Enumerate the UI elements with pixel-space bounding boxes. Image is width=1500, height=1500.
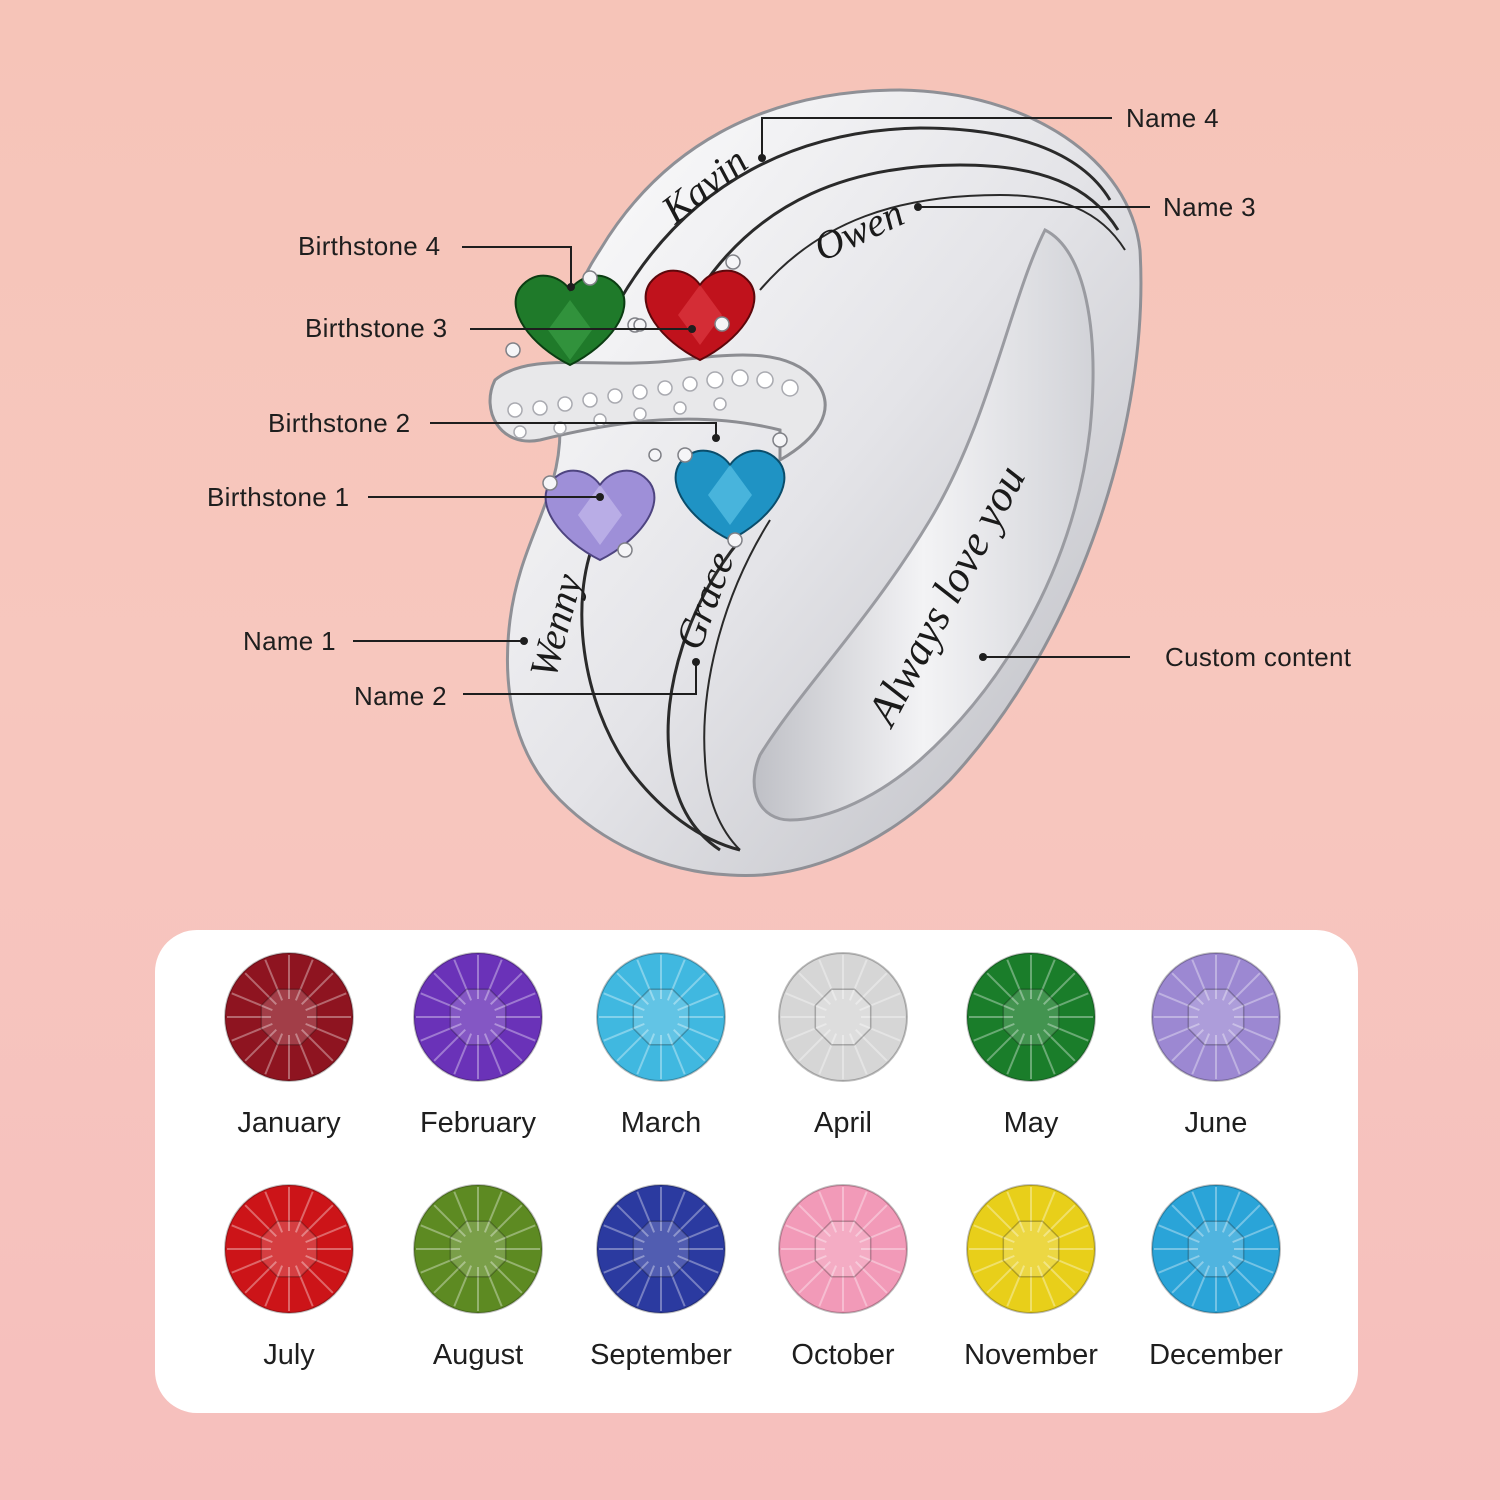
callout-name1: Name 1 xyxy=(243,626,336,656)
month-label: January xyxy=(237,1107,341,1139)
callout-name4: Name 4 xyxy=(1126,103,1219,133)
month-label: July xyxy=(263,1339,315,1371)
birthstone-june: June xyxy=(1116,950,1316,1140)
month-label: June xyxy=(1184,1107,1248,1139)
gem-icon xyxy=(1151,952,1281,1082)
gem-icon xyxy=(224,952,354,1082)
callout-custom: Custom content xyxy=(1165,642,1352,672)
callout-birthstone1: Birthstone 1 xyxy=(207,482,350,512)
birthstone-october: October xyxy=(743,1182,943,1372)
birthstone-february: February xyxy=(378,950,578,1140)
month-label: February xyxy=(419,1107,537,1139)
callout-birthstone2: Birthstone 2 xyxy=(268,408,411,438)
birthstone-august: August xyxy=(378,1182,578,1372)
gem-icon xyxy=(966,1184,1096,1314)
gem-icon xyxy=(413,952,543,1082)
month-label: October xyxy=(791,1339,895,1371)
gem-icon xyxy=(778,1184,908,1314)
ring-illustration: Kavin Owen Wenny Grace Always love you xyxy=(353,88,1150,878)
month-label: December xyxy=(1149,1339,1283,1371)
gem-icon xyxy=(413,1184,543,1314)
callout-name2: Name 2 xyxy=(354,681,447,711)
month-label: September xyxy=(590,1339,732,1371)
birthstone-july: July xyxy=(189,1182,389,1372)
gem-icon xyxy=(778,952,908,1082)
callout-name3: Name 3 xyxy=(1163,192,1256,222)
birthstone-january: January xyxy=(189,950,389,1140)
birthstone-may: May xyxy=(931,950,1131,1140)
gem-icon xyxy=(224,1184,354,1314)
month-label: November xyxy=(964,1339,1098,1371)
callout-birthstone4: Birthstone 4 xyxy=(298,231,441,261)
birthstone-april: April xyxy=(743,950,943,1140)
prongs xyxy=(505,254,788,558)
birthstone-november: November xyxy=(931,1182,1131,1372)
callout-dots xyxy=(520,154,987,666)
month-label: August xyxy=(432,1339,524,1371)
month-label: April xyxy=(813,1107,872,1139)
callout-leaders xyxy=(353,117,1150,695)
birthstone-december: December xyxy=(1116,1182,1316,1372)
callout-birthstone3: Birthstone 3 xyxy=(305,313,448,343)
month-label: May xyxy=(1003,1107,1059,1139)
pave-swirl xyxy=(488,353,827,463)
birthstone-2-heart xyxy=(674,449,786,542)
gem-icon xyxy=(596,952,726,1082)
birthstone-1-heart xyxy=(544,469,656,562)
gem-icon xyxy=(1151,1184,1281,1314)
birthstone-september: September xyxy=(561,1182,761,1372)
gem-icon xyxy=(596,1184,726,1314)
month-label: March xyxy=(620,1107,702,1139)
gem-icon xyxy=(966,952,1096,1082)
birthstone-march: March xyxy=(561,950,761,1140)
